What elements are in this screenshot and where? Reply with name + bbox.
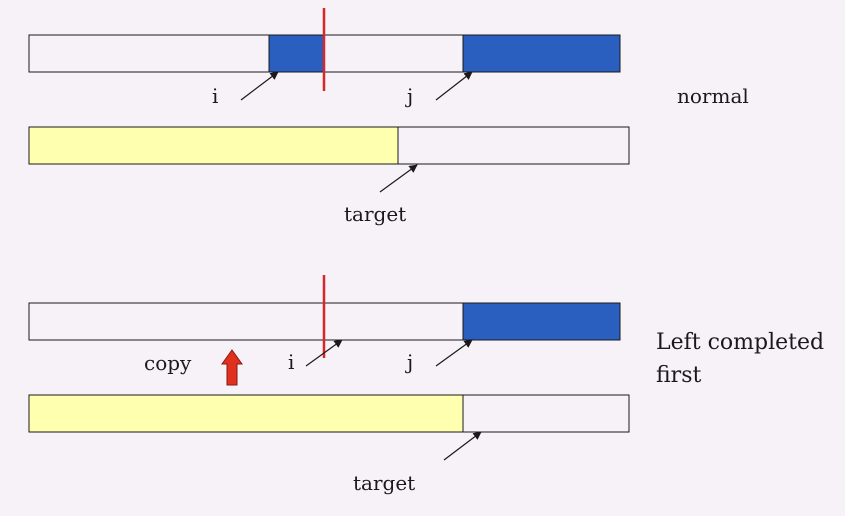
caption-left-completed-line1: Left completed (656, 330, 825, 355)
pointer-j-arrow (435, 339, 473, 367)
normal-section (28, 8, 630, 193)
label-j: j (407, 350, 414, 374)
copy-arrow-icon (221, 349, 243, 386)
label-i: i (212, 84, 219, 108)
right-run-remaining (462, 34, 621, 73)
caption-normal: normal (677, 84, 749, 108)
target-pointer-arrow (379, 164, 418, 193)
left-run-remaining (268, 34, 325, 73)
left-completed-section (28, 275, 630, 461)
right-run-remaining (462, 302, 621, 341)
caption-left-completed-line2: first (656, 363, 702, 388)
pointer-j-arrow (435, 71, 473, 101)
pointer-i-arrow (305, 339, 343, 367)
pointer-i-arrow (240, 71, 279, 101)
label-j: j (407, 84, 414, 108)
target-pointer-arrow (443, 431, 482, 461)
label-i: i (288, 350, 295, 374)
label-target: target (353, 471, 416, 495)
label-target: target (344, 202, 407, 226)
target-filled (28, 126, 399, 165)
target-filled (28, 394, 464, 433)
label-copy: copy (144, 351, 192, 375)
